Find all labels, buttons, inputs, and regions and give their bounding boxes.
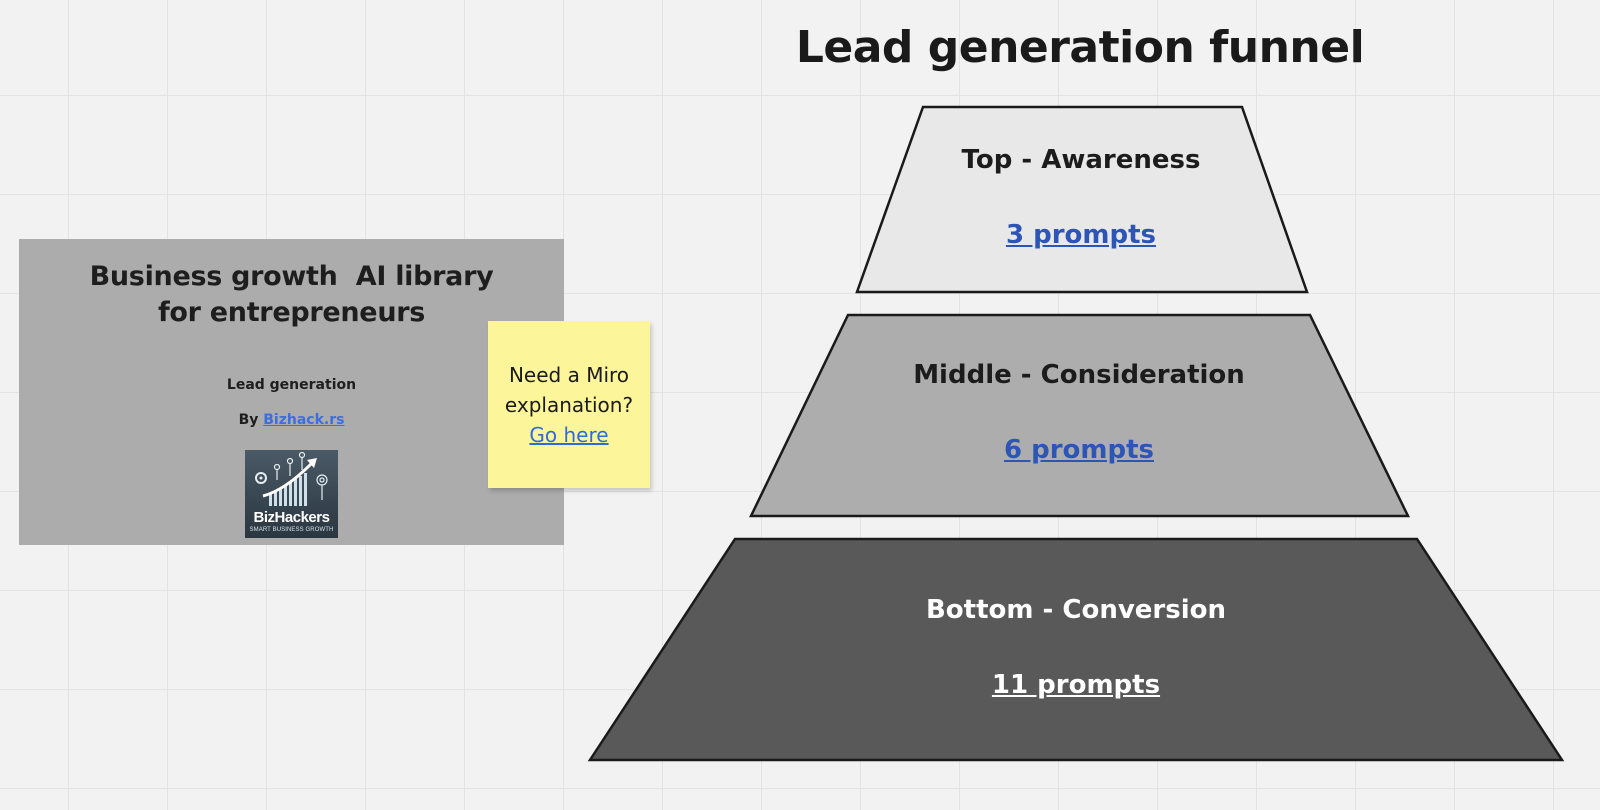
funnel-stage-top-label: Top - Awareness [961, 145, 1201, 175]
growth-chart-icon [255, 451, 328, 506]
cover-card[interactable]: Business growth AI library for entrepren… [19, 239, 564, 545]
cover-title-line1: Business growth AI library [89, 261, 494, 292]
cover-byline: By Bizhack.rs [19, 412, 564, 428]
bizhack-link[interactable]: Bizhack.rs [263, 412, 345, 428]
sticky-note[interactable]: Need a Miro explanation? Go here [488, 321, 650, 488]
cover-title-line2: for entrepreneurs [157, 297, 426, 328]
funnel-stage-middle-shape[interactable] [749, 313, 1411, 518]
funnel-stage-bottom-label: Bottom - Conversion [925, 595, 1226, 625]
funnel-stage-bottom-shape[interactable] [587, 537, 1565, 762]
board-title: Lead generation funnel [795, 22, 1365, 73]
funnel-stage-middle-label: Middle - Consideration [913, 360, 1245, 390]
logo-name: BizHackers [253, 509, 330, 526]
funnel-stage-top-link[interactable]: 3 prompts [1005, 220, 1157, 250]
cover-title: Business growth AI library for entrepren… [19, 259, 564, 331]
sticky-note-line2: explanation? [504, 392, 634, 417]
bizhackers-logo: BizHackers SMART BUSINESS GROWTH [245, 450, 338, 538]
sticky-note-line1: Need a Miro [508, 362, 630, 387]
funnel-stage-bottom-link[interactable]: 11 prompts [991, 670, 1161, 700]
funnel-stage-middle-link[interactable]: 6 prompts [1003, 435, 1155, 465]
cover-subtitle: Lead generation [226, 377, 357, 393]
cover-by-label: By [238, 412, 259, 428]
logo-tagline: SMART BUSINESS GROWTH [249, 527, 334, 533]
go-here-link[interactable]: Go here [529, 422, 609, 447]
funnel-stage-top-shape[interactable] [855, 105, 1309, 294]
